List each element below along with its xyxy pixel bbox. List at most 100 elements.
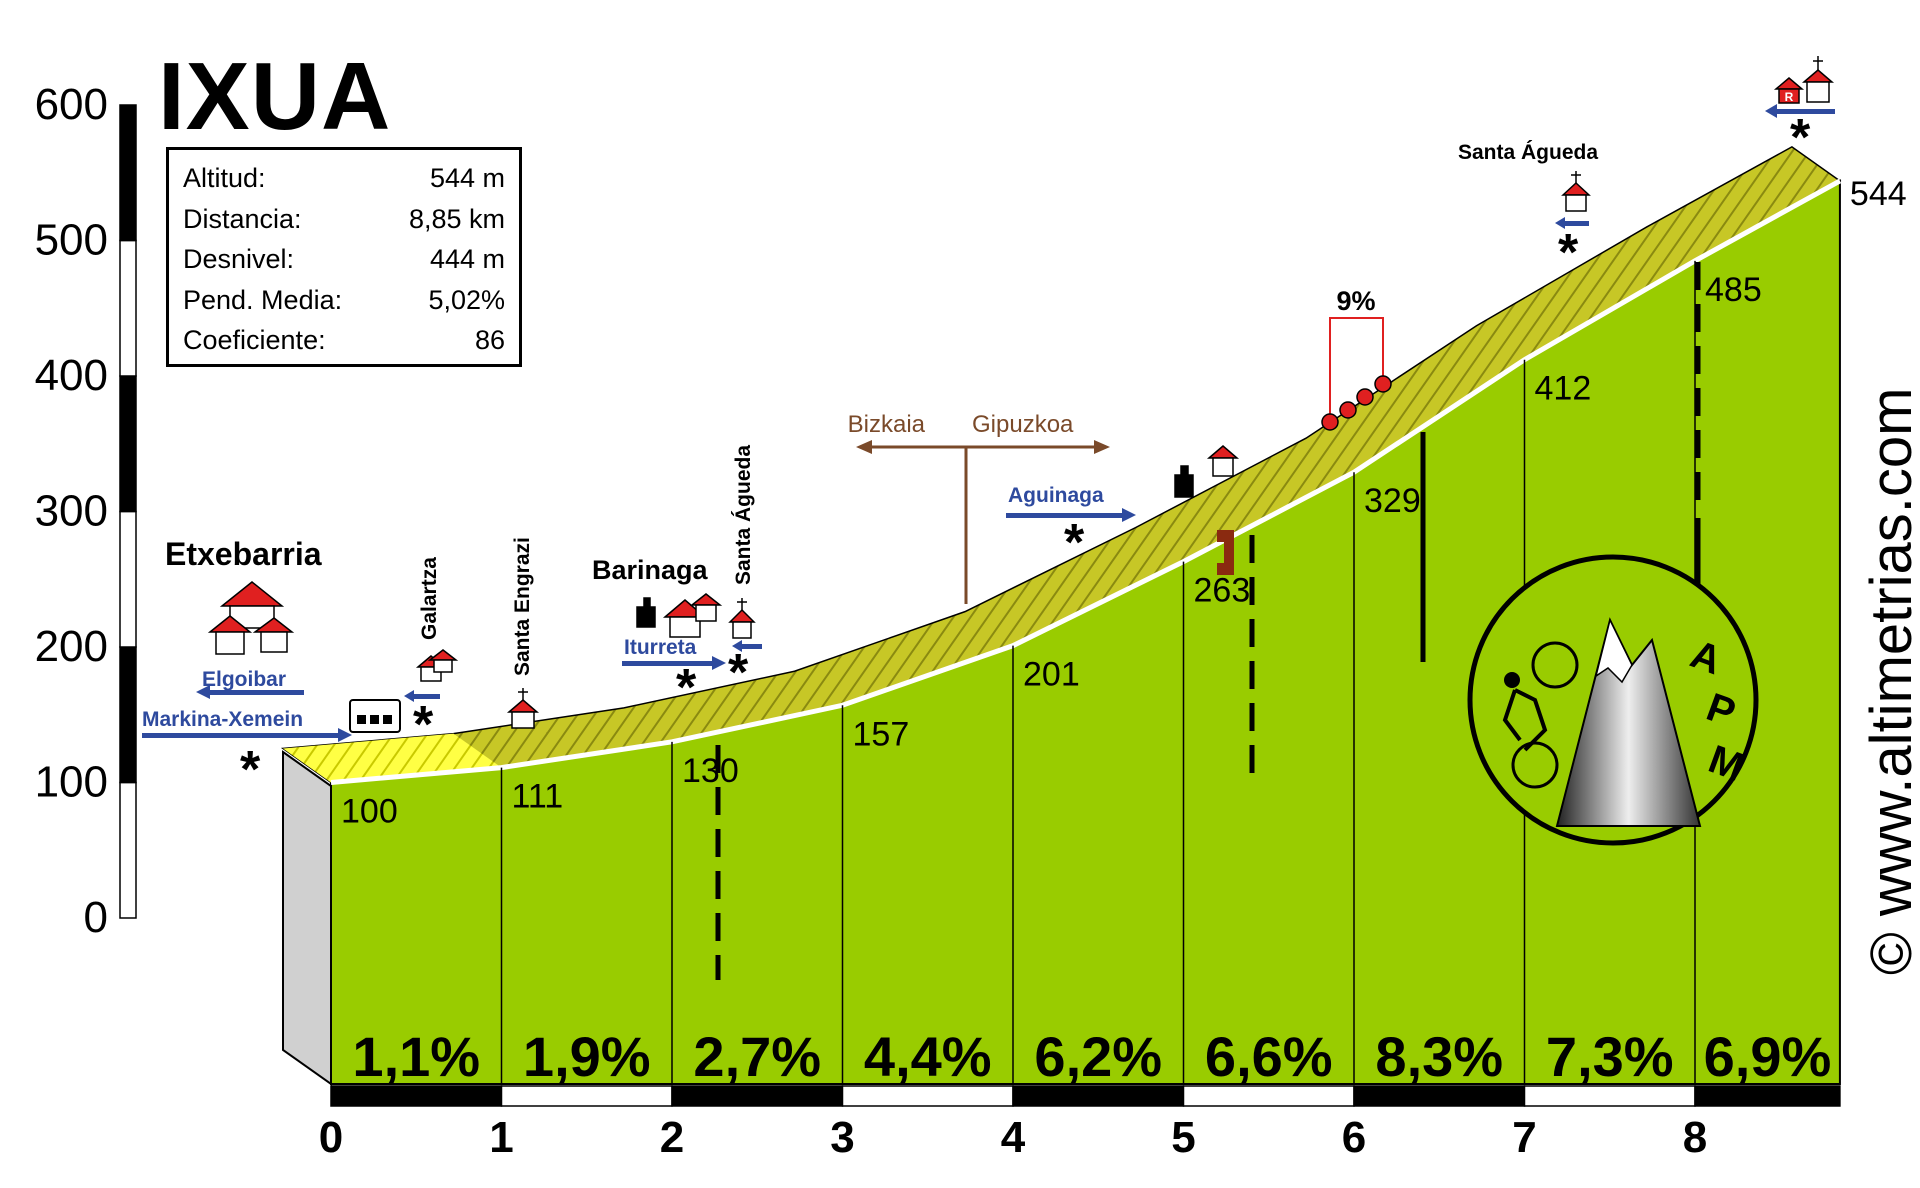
max-gradient-label: 9% (1336, 286, 1375, 316)
house-icon (207, 581, 295, 655)
gradient-label: 6,2% (1034, 1025, 1162, 1088)
church-icon (506, 688, 540, 729)
stat-label: Distancia: (183, 203, 302, 234)
stat-label: Desnivel: (183, 244, 295, 274)
stat-row: Pend. Media: 5,02% (183, 280, 505, 321)
border-right-label: Gipuzkoa (972, 411, 1074, 438)
km-bar-segment (1353, 1085, 1526, 1107)
km-bar (330, 1085, 1841, 1107)
stat-value: 5,02% (428, 284, 505, 315)
elevation-label: 485 (1705, 271, 1762, 309)
km-label: 8 (1683, 1113, 1707, 1162)
km-label: 3 (830, 1113, 854, 1162)
gradient-label: 8,3% (1375, 1025, 1503, 1088)
gradient-label: 2,7% (693, 1025, 821, 1088)
y-tick-label: 200 (35, 622, 108, 671)
y-tick-label: 500 (35, 216, 108, 265)
gradient-label: 1,9% (523, 1025, 651, 1088)
y-tick-label: 300 (35, 487, 108, 536)
elevation-label: 329 (1364, 482, 1421, 520)
scale-segment (119, 239, 137, 377)
church-icon (1801, 56, 1835, 103)
profile-side-wall (282, 750, 332, 1086)
elevation-label: 157 (853, 715, 910, 753)
km-label: 2 (660, 1113, 684, 1162)
road-arrows (142, 104, 1835, 742)
elevation-label: 263 (1194, 572, 1251, 610)
asterisk-icon: * (240, 741, 261, 799)
stat-value: 8,85 km (408, 203, 505, 234)
stat-value: 86 (474, 325, 505, 355)
gradient-label: 7,3% (1546, 1025, 1674, 1088)
place-santa-agueda: Santa Águeda (1458, 141, 1599, 164)
industry-icon (349, 699, 401, 733)
gradient-label: 6,9% (1704, 1025, 1832, 1088)
place-santa-agueda-vertical: Santa Águeda (732, 444, 755, 585)
place-galartza: Galartza (418, 557, 441, 640)
y-tick-label: 600 (35, 80, 108, 129)
scale-segment (119, 510, 137, 648)
stat-row: Altitud: 544 m (183, 158, 505, 199)
asterisk-icon: * (1790, 109, 1811, 167)
stat-row: Coeficiente:86 (183, 320, 505, 361)
stat-value: 544 m (429, 163, 505, 193)
road-markina: Markina-Xemein (142, 708, 304, 731)
watermark: © www.altimetrias.com (1859, 387, 1920, 975)
km-bar-segment (1694, 1085, 1841, 1107)
chart-title: IXUA (158, 43, 392, 150)
gradient-labels: 1,1% 1,9% 2,7% 4,4% 6,2% 6,6% 8,3% 7,3% 6,9% (352, 1025, 1831, 1088)
km-bar-segment (1012, 1085, 1185, 1107)
road-aguinaga: Aguinaga (1008, 484, 1104, 507)
y-tick-label: 400 (35, 351, 108, 400)
house-icon (415, 649, 459, 682)
house-icon (636, 593, 723, 638)
road-iturreta: Iturreta (624, 636, 697, 659)
asterisk-icon: * (676, 659, 697, 717)
y-tick-label: 0 (84, 893, 108, 942)
stats-box: Altitud: 544 m Distancia: 8,85 km Desnivel… (166, 147, 522, 367)
km-bar-segment (330, 1085, 503, 1107)
km-label: 1 (489, 1113, 513, 1162)
elevation-label: 100 (341, 793, 398, 831)
km-label: 7 (1512, 1113, 1536, 1162)
scale-segment (119, 781, 137, 919)
stat-value: 444 m (429, 244, 505, 274)
km-bar-segment (841, 1085, 1014, 1107)
km-label: 0 (319, 1113, 343, 1162)
border-marker (1217, 530, 1234, 575)
y-tick-label: 100 (35, 758, 108, 807)
asterisk-icons: * * * * * * * (240, 109, 1811, 799)
scale-segment (119, 646, 137, 784)
asterisk-icon: * (728, 644, 749, 702)
place-barinaga: Barinaga (592, 555, 708, 585)
church-icon (728, 598, 756, 639)
gradient-label: 6,6% (1205, 1025, 1333, 1088)
km-bar-segment (1523, 1085, 1696, 1107)
place-santa-engrazi: Santa Engrazi (511, 537, 534, 676)
stat-row: Desnivel: 444 m (183, 239, 505, 280)
km-bar-segment (500, 1085, 673, 1107)
stat-label: Pend. Media: (183, 284, 343, 315)
y-scale-bar (119, 104, 137, 919)
stat-label: Altitud: (183, 163, 266, 193)
church-icon (1561, 171, 1591, 212)
border-left-label: Bizkaia (848, 411, 926, 438)
km-bar-segment (671, 1085, 844, 1107)
road-edge (330, 178, 1842, 785)
scale-segment (119, 104, 137, 242)
asterisk-icon: * (1558, 224, 1579, 282)
elevation-label: 544 (1850, 175, 1907, 213)
gradient-label: 4,4% (864, 1025, 992, 1088)
stat-row: Distancia: 8,85 km (183, 199, 505, 240)
restaurant-icon: R (1773, 77, 1805, 104)
monument-icon (1174, 445, 1240, 498)
asterisk-icon: * (413, 696, 434, 754)
svg-text:R: R (1785, 90, 1794, 104)
max-gradient-marker: 9% (1321, 286, 1392, 431)
elevation-label: 111 (512, 778, 564, 816)
km-label: 5 (1171, 1113, 1195, 1162)
gradient-label: 1,1% (352, 1025, 480, 1088)
scale-segment (119, 375, 137, 513)
